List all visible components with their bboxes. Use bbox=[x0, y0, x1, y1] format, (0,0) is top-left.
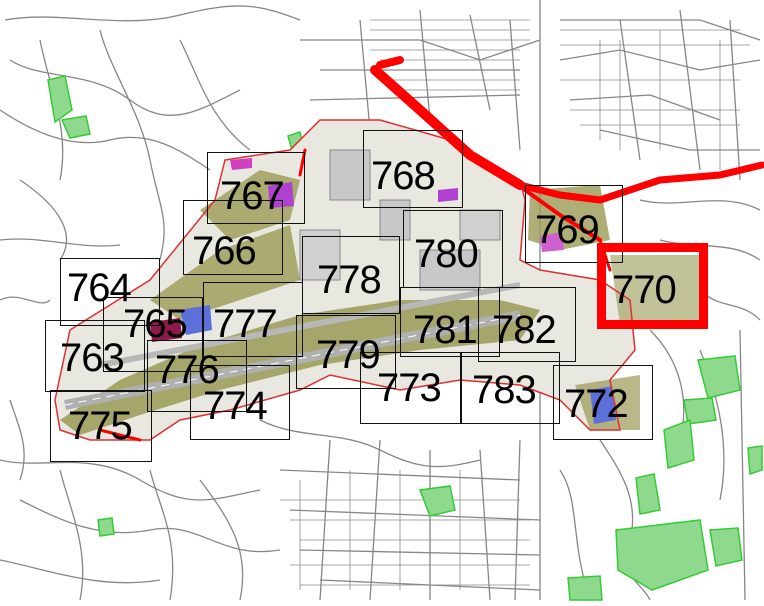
tile-label-770[interactable]: 770 bbox=[612, 268, 677, 312]
urban-blocks bbox=[280, 19, 750, 590]
tile-label-767[interactable]: 767 bbox=[220, 174, 285, 218]
tile-frame-764 bbox=[60, 258, 160, 326]
tile-label-769[interactable]: 769 bbox=[535, 208, 600, 252]
tile-label-763[interactable]: 763 bbox=[60, 336, 125, 380]
tile-label-764[interactable]: 764 bbox=[67, 266, 132, 310]
tile-frame-774 bbox=[190, 365, 290, 440]
tile-highlight-770[interactable] bbox=[597, 243, 708, 329]
tile-label-779[interactable]: 779 bbox=[316, 333, 381, 377]
tile-label-772[interactable]: 772 bbox=[564, 382, 629, 426]
tile-frame-766 bbox=[183, 200, 283, 275]
tile-label-781[interactable]: 781 bbox=[413, 308, 478, 352]
tile-label-768[interactable]: 768 bbox=[371, 154, 436, 198]
tile-label-766[interactable]: 766 bbox=[192, 229, 257, 273]
tile-label-783[interactable]: 783 bbox=[472, 368, 537, 412]
tile-frame-763 bbox=[45, 320, 145, 392]
tile-frame-782 bbox=[478, 287, 576, 362]
tile-label-780[interactable]: 780 bbox=[414, 232, 479, 276]
tile-label-782[interactable]: 782 bbox=[492, 308, 557, 352]
tile-frame-769 bbox=[525, 185, 623, 263]
tile-label-775[interactable]: 775 bbox=[68, 404, 133, 448]
tile-frame-775 bbox=[50, 390, 152, 462]
tile-frame-768 bbox=[363, 130, 463, 208]
tile-label-777[interactable]: 777 bbox=[213, 302, 278, 346]
tile-frame-767 bbox=[207, 152, 305, 224]
tile-frame-777 bbox=[203, 282, 303, 357]
tile-frame-778 bbox=[302, 236, 400, 314]
tile-frame-773 bbox=[360, 352, 462, 424]
tile-frame-765 bbox=[103, 297, 203, 372]
tile-frame-783 bbox=[460, 352, 560, 424]
airport-area bbox=[54, 119, 700, 441]
tile-label-776[interactable]: 776 bbox=[155, 348, 220, 392]
tile-label-778[interactable]: 778 bbox=[317, 258, 382, 302]
tile-frame-776 bbox=[147, 340, 247, 412]
tile-label-774[interactable]: 774 bbox=[203, 384, 268, 428]
tile-frame-772 bbox=[553, 365, 653, 440]
tile-label-773[interactable]: 773 bbox=[377, 366, 442, 410]
tile-label-765[interactable]: 765 bbox=[123, 302, 188, 346]
tile-frame-781 bbox=[400, 287, 500, 357]
